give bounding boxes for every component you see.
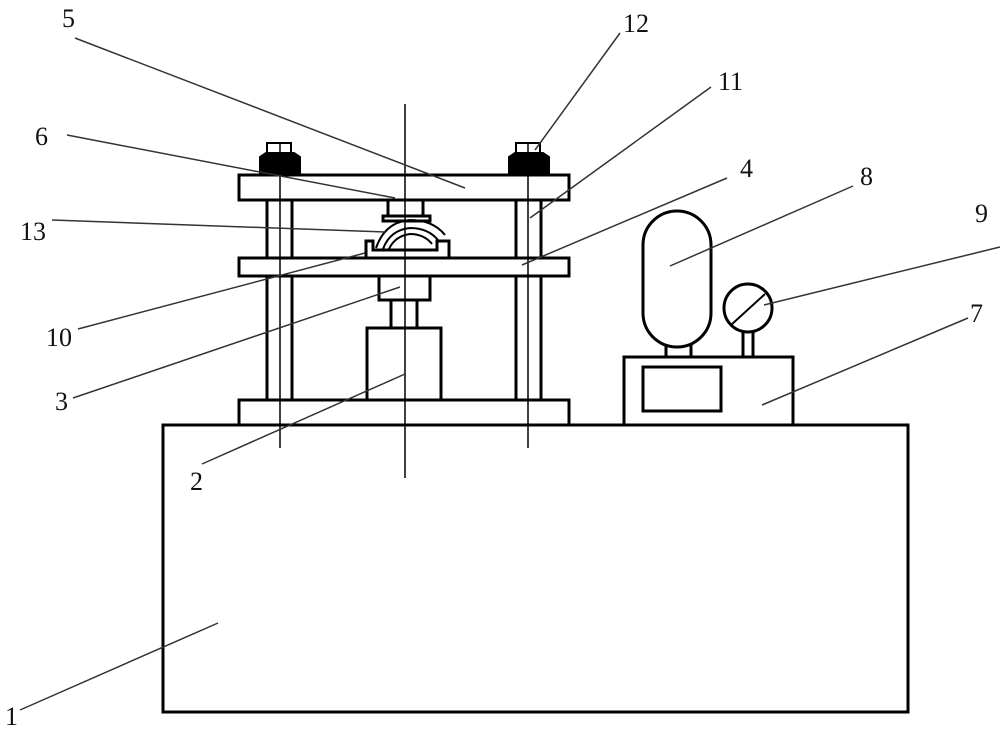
leader-line-4 [521,177,728,266]
hydraulic-cylinder-part-2 [365,326,443,402]
label-1: 1 [5,702,18,730]
label-11: 11 [718,67,743,96]
label-8: 8 [860,162,873,191]
label-4: 4 [740,154,753,183]
label-9: 9 [975,199,988,228]
leader-line-3 [72,286,401,399]
right-nut-part-12 [508,152,550,176]
base-part-1 [161,423,910,714]
label-2: 2 [190,467,203,496]
left-bolt-head [266,142,292,155]
label-6: 6 [35,122,48,151]
piston-rod [389,298,419,330]
leader-line-5 [74,37,466,189]
label-5: 5 [62,4,75,33]
lower-die-part-10 [364,239,451,260]
leader-line-6 [66,134,396,199]
leader-line-7 [761,317,969,406]
workpiece-inner-arc [388,232,433,250]
leader-line-11 [529,86,712,219]
top-plate-part-5 [237,173,571,202]
bottom-plate [237,398,571,427]
accumulator-tank-part-8 [641,209,713,349]
gauge-stem [741,328,755,359]
leader-line-13 [51,219,386,233]
leader-line-9 [763,246,1000,306]
leader-line-1 [19,622,219,711]
leader-line-10 [77,252,366,330]
station-display-window [641,365,723,413]
label-12: 12 [623,9,649,38]
leader-line-8 [669,185,854,267]
gauge-needle [730,293,766,326]
label-3: 3 [55,387,68,416]
leader-line-12 [534,32,621,151]
leader-line-2 [201,373,406,465]
label-10: 10 [46,323,72,352]
label-7: 7 [970,299,983,328]
workpiece-outer-arc [375,218,446,249]
workpiece-part-13 [382,226,439,250]
label-13: 13 [20,217,46,246]
